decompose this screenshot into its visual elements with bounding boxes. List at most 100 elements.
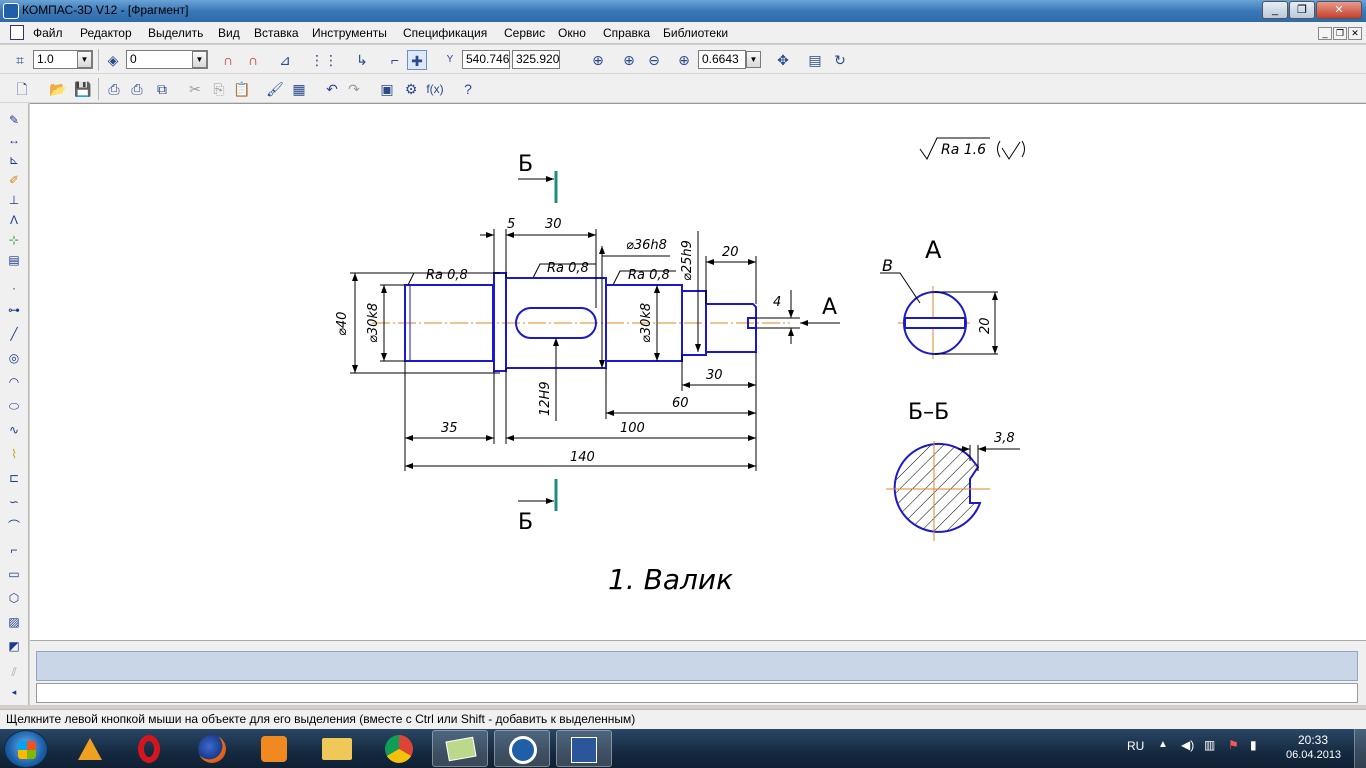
redo-icon[interactable]: ↷ — [348, 81, 360, 97]
paste-icon[interactable]: 📋 — [233, 81, 251, 97]
show-all-icon[interactable]: ▤ — [808, 52, 822, 68]
print-preview-icon[interactable]: ⎙ — [131, 81, 143, 97]
document-icon[interactable] — [10, 25, 24, 40]
open-folder-icon[interactable]: 📂 — [49, 81, 67, 97]
menu-help[interactable]: Справка — [603, 26, 651, 40]
save-icon[interactable]: 💾 — [74, 81, 92, 97]
menu-view[interactable]: Вид — [218, 26, 240, 40]
minimize-button[interactable]: _ — [1262, 1, 1288, 19]
format-painter-icon[interactable]: 🖌 — [266, 81, 284, 97]
edit-tool-icon[interactable]: ✐ — [8, 173, 20, 187]
arc-tool-icon[interactable]: ◠ — [8, 375, 20, 389]
orthogonal-mode-icon[interactable]: ⌐ — [390, 52, 400, 68]
clock-date[interactable]: 06.04.2013 — [1286, 749, 1342, 761]
snap-step-icon[interactable]: ⌗ — [16, 52, 24, 68]
menu-tools[interactable]: Инструменты — [312, 26, 387, 40]
mdi-restore-button[interactable]: ❐ — [1333, 27, 1347, 40]
contour-tool-icon[interactable]: ⊏ — [8, 471, 20, 485]
action-center-icon[interactable]: ⚑ — [1228, 738, 1239, 752]
equidistant-tool-icon[interactable]: ⫽ — [11, 665, 17, 679]
coord-x-field[interactable]: 540.746 — [462, 50, 510, 69]
taskbar-app-opera[interactable] — [122, 730, 178, 767]
menu-libraries[interactable]: Библиотеки — [663, 26, 729, 40]
circle-tool-icon[interactable]: ◎ — [8, 351, 20, 365]
polygon-tool-icon[interactable]: ⬡ — [8, 591, 20, 605]
aux-line-tool-icon[interactable]: ⊶ — [8, 303, 20, 317]
grid-icon[interactable]: ⋮⋮ — [310, 52, 338, 68]
menu-file[interactable]: Файл — [33, 26, 63, 40]
panel-scroll-down-icon[interactable]: ◂ — [11, 687, 17, 697]
zoom-window-icon[interactable]: ⊕ — [592, 52, 604, 68]
taskbar-app-kompas[interactable] — [494, 730, 550, 767]
zoom-scale-icon[interactable]: ⊕ — [678, 52, 690, 68]
drawing-canvas[interactable]: Б Б А А В Б–Б Ra 1.6 5 30 ⌀36h8 20 Ra 0,… — [30, 103, 1366, 640]
polyline-tool-icon[interactable]: ⌇ — [11, 447, 17, 461]
local-cs-icon[interactable]: ↳ — [356, 52, 368, 68]
show-desktop-button[interactable] — [1354, 729, 1366, 768]
menu-service[interactable]: Сервис — [504, 26, 546, 40]
undo-icon[interactable]: ↶ — [326, 81, 338, 97]
layer-dropdown[interactable]: ▼ — [192, 51, 207, 68]
measure-tool-icon[interactable]: Λ — [9, 213, 18, 227]
parametric-mode-icon[interactable]: ✚ — [407, 50, 427, 70]
ellipse-tool-icon[interactable]: ⬭ — [8, 399, 20, 413]
taskbar-app-word[interactable] — [556, 730, 612, 767]
spec-tool-icon[interactable]: ▤ — [8, 253, 20, 267]
menu-select[interactable]: Выделить — [148, 26, 204, 40]
coord-y-field[interactable]: 325.920 — [512, 50, 560, 69]
property-panel-input[interactable] — [36, 683, 1358, 703]
fillet-tool-icon[interactable]: ⌒ — [7, 519, 20, 533]
magnet-icon[interactable]: ∩ — [222, 52, 234, 68]
start-button[interactable] — [4, 730, 48, 768]
refresh-icon[interactable]: ↻ — [834, 52, 846, 68]
power-icon[interactable]: ▮ — [1250, 738, 1257, 752]
segment-tool-icon[interactable]: ╱ — [10, 327, 18, 341]
cut-icon[interactable]: ✂ — [189, 81, 201, 97]
properties-icon[interactable]: ▦ — [292, 81, 306, 97]
hatch-tool-icon[interactable]: ▨ — [8, 615, 20, 629]
network-icon[interactable]: ▥ — [1204, 738, 1216, 752]
menu-specification[interactable]: Спецификация — [403, 26, 488, 40]
mdi-close-button[interactable]: ✕ — [1348, 27, 1362, 40]
zoom-field[interactable]: 0.6643 — [698, 50, 746, 69]
close-button[interactable]: ✕ — [1316, 1, 1362, 19]
taskbar-app-media[interactable] — [245, 730, 301, 767]
new-document-icon[interactable]: 🗋 — [16, 81, 28, 97]
print-icon[interactable]: ⎙ — [108, 81, 120, 97]
taskbar-app-chrome[interactable] — [370, 730, 426, 767]
spline-tool-icon[interactable]: ∿ — [8, 423, 20, 437]
copy-icon[interactable]: ⎘ — [213, 81, 225, 97]
clock-time[interactable]: 20:33 — [1298, 733, 1329, 747]
dimensions-tool-icon[interactable]: ↔ — [8, 133, 20, 147]
maximize-button[interactable]: ❐ — [1289, 1, 1315, 19]
zoom-out-icon[interactable]: ⊖ — [648, 52, 660, 68]
menu-insert[interactable]: Вставка — [254, 26, 299, 40]
taskbar-app-firefox[interactable] — [184, 730, 240, 767]
taskbar-app-explorer[interactable] — [308, 730, 364, 767]
zoom-dropdown[interactable]: ▼ — [746, 51, 761, 68]
point-tool-icon[interactable]: · — [12, 281, 16, 295]
scale-dropdown[interactable]: ▼ — [77, 51, 92, 68]
menu-window[interactable]: Окно — [558, 26, 586, 40]
language-indicator[interactable]: RU — [1127, 739, 1145, 753]
layer-icon[interactable]: ◈ — [107, 52, 119, 68]
menu-editor[interactable]: Редактор — [80, 26, 132, 40]
chamfer-tool-icon[interactable]: ⌐ — [10, 543, 18, 557]
taskbar-app-archicad[interactable] — [62, 730, 118, 767]
variables-icon[interactable]: f(x) — [426, 82, 444, 96]
copy-properties-icon[interactable]: ⧉ — [157, 81, 167, 97]
pan-icon[interactable]: ✥ — [777, 52, 789, 68]
tray-expand-icon[interactable]: ▲ — [1158, 739, 1168, 750]
fill-tool-icon[interactable]: ◩ — [8, 639, 20, 653]
library-icon[interactable]: ⚙ — [404, 81, 418, 97]
volume-icon[interactable]: ◀) — [1181, 738, 1195, 752]
manager-icon[interactable]: ▣ — [380, 81, 394, 97]
zoom-in-icon[interactable]: ⊕ — [623, 52, 635, 68]
layer-field[interactable]: 0 — [126, 50, 208, 69]
rectangle-tool-icon[interactable]: ▭ — [8, 567, 20, 581]
magnet-settings-icon[interactable]: ∩ — [247, 52, 259, 68]
bezier-tool-icon[interactable]: ∽ — [8, 495, 20, 509]
geometry-tool-icon[interactable]: ✎ — [8, 113, 20, 127]
help-pointer-icon[interactable]: ? — [464, 81, 472, 97]
parametrization-tool-icon[interactable]: ⊥ — [8, 193, 20, 207]
